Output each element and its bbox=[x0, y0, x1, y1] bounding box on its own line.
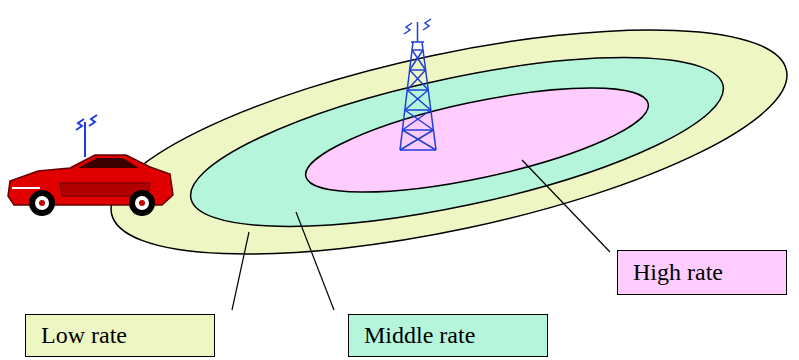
zone-label: High rate bbox=[633, 259, 723, 285]
zone-label-box: Low rate bbox=[25, 314, 215, 357]
zone-label: Low rate bbox=[41, 322, 127, 348]
base-station-tower bbox=[400, 19, 436, 150]
low-rate-zone bbox=[93, 0, 799, 300]
leader-lines bbox=[232, 160, 610, 310]
zone-label-box: High rate bbox=[617, 250, 787, 295]
high-rate-zone bbox=[298, 66, 656, 213]
car-with-antenna bbox=[8, 115, 173, 216]
zone-label: Middle rate bbox=[364, 322, 475, 348]
middle-rate-zone bbox=[178, 23, 737, 261]
coverage-zones bbox=[93, 0, 799, 300]
zone-label-box: Middle rate bbox=[348, 314, 548, 357]
